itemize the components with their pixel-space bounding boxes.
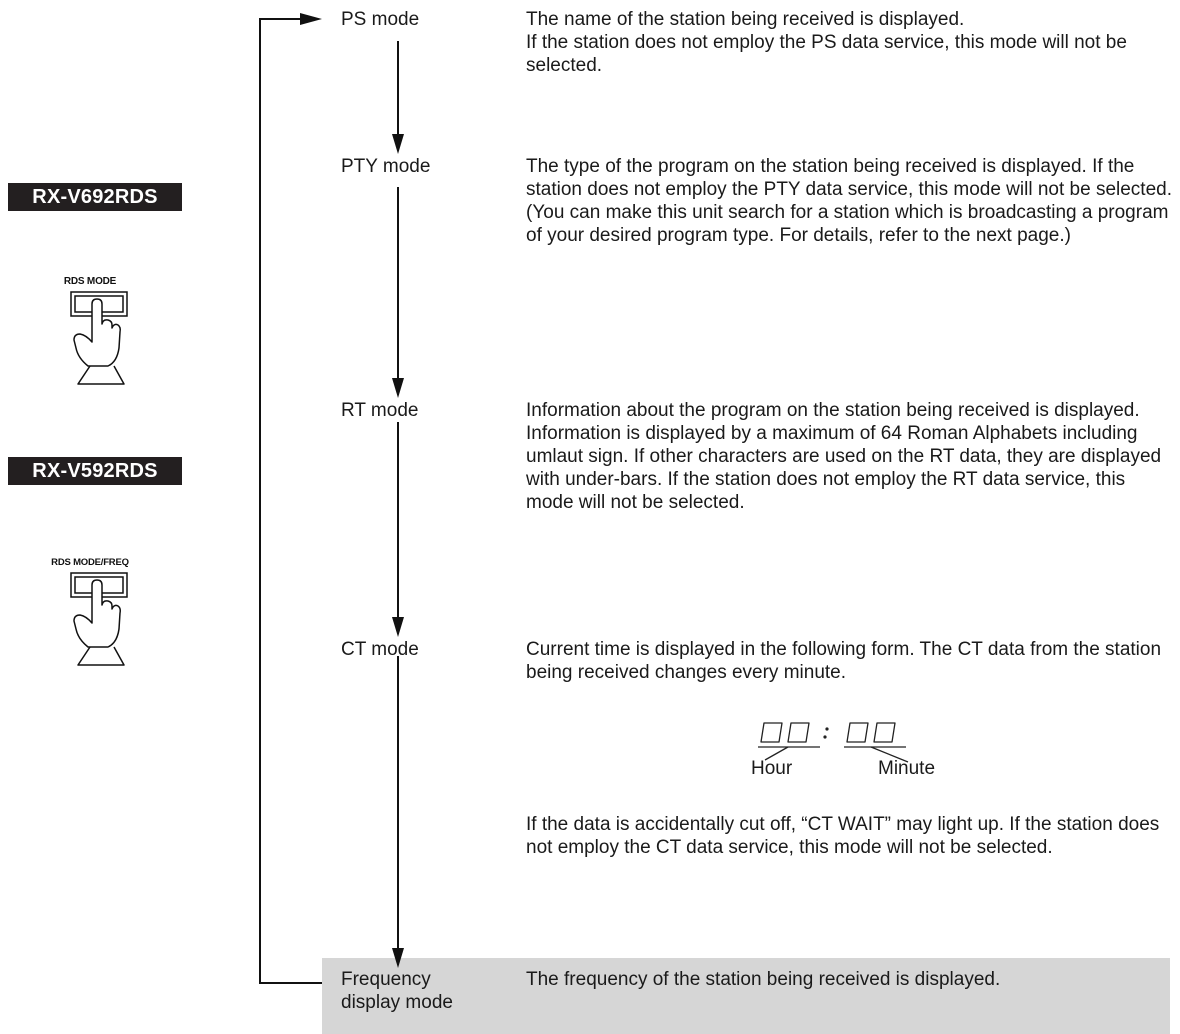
mode-label-rt: RT mode <box>341 400 419 421</box>
loop-arrowhead-icon <box>300 13 322 25</box>
clock-hour-label: Hour <box>751 758 793 779</box>
loop-back-line <box>259 18 322 984</box>
rds-mode-freq-button-label: RDS MODE/FREQ <box>51 557 129 568</box>
description-frequency: The frequency of the station being recei… <box>526 968 1174 991</box>
description-ct-note: If the data is accidentally cut off, “CT… <box>526 814 1160 858</box>
description-rt: Information about the program on the sta… <box>526 399 1174 514</box>
description-ct: Current time is displayed in the followi… <box>526 638 1174 684</box>
description-pty: The type of the program on the station b… <box>526 155 1174 247</box>
rds-mode-button-label: RDS MODE <box>63 276 117 287</box>
description-ps-line: If the station does not employ the PS da… <box>526 32 1127 76</box>
description-ct-line: Current time is displayed in the followi… <box>526 639 1162 683</box>
description-ps: The name of the station being received i… <box>526 8 1174 77</box>
mode-label-pty: PTY mode <box>341 156 431 177</box>
mode-label-ps: PS mode <box>341 9 420 30</box>
description-pty-line: The type of the program on the station b… <box>526 156 1172 200</box>
description-ps-line: The name of the station being received i… <box>526 9 965 30</box>
rds-mode-freq-button-press-icon[interactable] <box>64 571 134 667</box>
arrowhead-pty-icon <box>392 134 404 154</box>
model-badge-rx-v592rds: RX-V592RDS <box>8 457 182 485</box>
description-rt-line: Information about the program on the sta… <box>526 400 1162 513</box>
rds-mode-button-press-icon[interactable] <box>64 290 134 386</box>
arrowhead-frequency-icon <box>392 948 404 968</box>
model-badge-rx-v692rds: RX-V692RDS <box>8 183 182 211</box>
description-frequency-line: The frequency of the station being recei… <box>526 969 1001 990</box>
clock-minute-label: Minute <box>878 758 936 779</box>
description-pty-note: (You can make this unit search for a sta… <box>526 202 1169 246</box>
arrowhead-ct-icon <box>392 617 404 637</box>
mode-label-frequency: Frequency display mode <box>341 969 453 1013</box>
mode-label-ct: CT mode <box>341 639 419 660</box>
ct-clock-display-icon <box>758 722 909 763</box>
arrowhead-rt-icon <box>392 378 404 398</box>
frequency-mode-highlight <box>322 958 1170 1034</box>
description-ct-after: If the data is accidentally cut off, “CT… <box>526 813 1174 859</box>
